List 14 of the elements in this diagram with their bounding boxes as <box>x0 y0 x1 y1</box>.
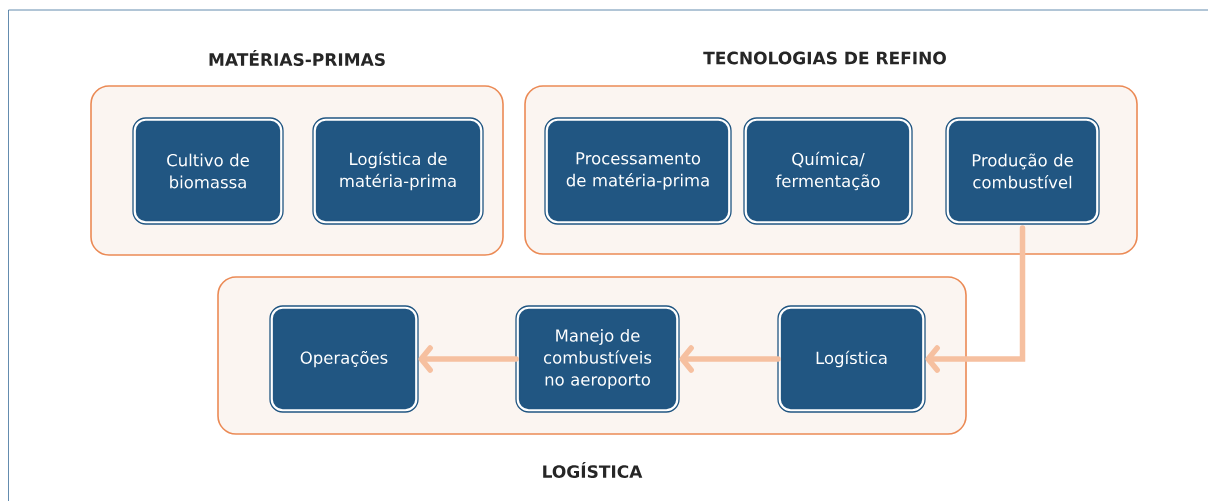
process-box: Processamento de matéria-prima <box>544 117 732 225</box>
group-heading: MATÉRIAS-PRIMAS <box>209 50 385 66</box>
arrow <box>418 345 519 373</box>
process-box: Logística de matéria-prima <box>312 117 484 225</box>
process-box: Operações <box>269 305 419 413</box>
process-box: Produção de combustível <box>945 117 1100 225</box>
group-heading: LOGÍSTICA <box>543 462 643 478</box>
process-box: Manejo de combustíveis no aeroporto <box>515 305 680 413</box>
process-box: Cultivo de biomassa <box>132 117 284 225</box>
process-box: Química/ fermentação <box>743 117 913 225</box>
arrow <box>925 225 1026 373</box>
arrow <box>679 345 781 373</box>
group-heading: TECNOLOGIAS DE REFINO <box>703 51 946 65</box>
process-box: Logística <box>777 305 926 413</box>
